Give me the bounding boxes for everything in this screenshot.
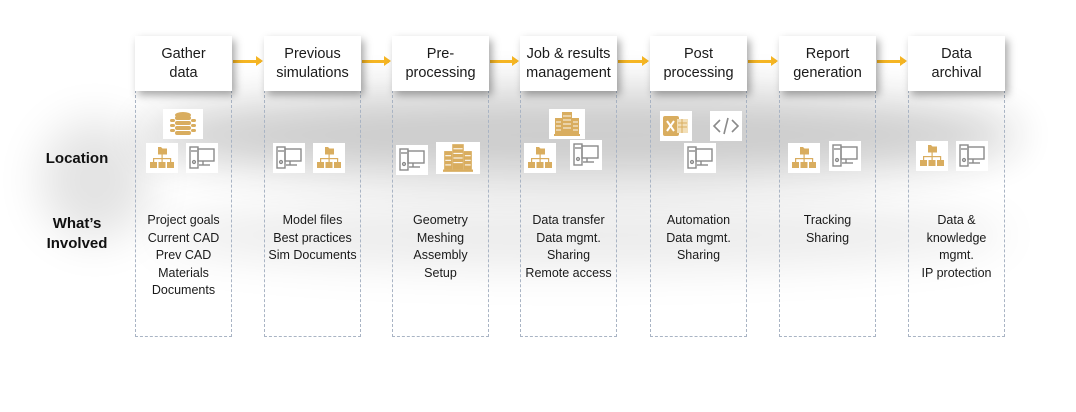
desktop-computer-icon [570, 140, 602, 170]
folder-hierarchy-icon [146, 143, 178, 173]
list-item: Data & [937, 213, 976, 227]
list-item: Data mgmt. [536, 230, 601, 245]
stage-title-line1: Previous [284, 45, 341, 62]
list-item: Geometry [413, 213, 468, 227]
excel-icon [660, 111, 692, 141]
stage-column-report-generation [779, 90, 876, 337]
stage-title-line1: Post [683, 45, 713, 62]
desktop-computer-icon [186, 143, 218, 173]
list-item: knowledge [926, 230, 987, 245]
stage-title-line1: Report [805, 45, 850, 62]
flow-arrow [233, 56, 263, 66]
desktop-computer-icon [829, 141, 861, 171]
list-item: Sharing [676, 248, 721, 262]
list-item: Data transfer [532, 213, 605, 227]
server-cluster-icon [436, 142, 480, 174]
stage-column-gather-data [135, 90, 232, 337]
involved-list-previous-simulations: Model files Best practices Sim Documents [264, 212, 361, 265]
list-item: Data mgmt. [666, 230, 731, 245]
stage-title-line2: processing [405, 64, 476, 81]
list-item: Materials [158, 265, 209, 280]
flow-arrow [362, 56, 391, 66]
stage-header-previous-simulations: Previous simulations [264, 36, 361, 91]
stage-header-post-processing: Post processing [650, 36, 747, 91]
involved-list-data-archival: Data & knowledge mgmt. IP protection [908, 212, 1005, 282]
flow-arrow [748, 56, 778, 66]
list-item: Assembly [413, 248, 468, 262]
stage-title-line1: Job & results [526, 45, 611, 62]
list-item: Meshing [416, 230, 465, 245]
list-item: Prev CAD [155, 248, 212, 262]
stage-title-line1: Gather [161, 45, 206, 62]
stage-column-job-results [520, 90, 617, 337]
stage-header-pre-processing: Pre-processing [392, 36, 489, 91]
list-item: Sim Documents [268, 248, 357, 262]
database-icon [163, 109, 203, 139]
stage-title-line2: generation [793, 64, 862, 81]
folder-hierarchy-icon [788, 143, 820, 173]
folder-hierarchy-icon [313, 143, 345, 173]
flow-arrow [618, 56, 649, 66]
stage-header-data-archival: Data archival [908, 36, 1005, 91]
location-row-label: Location [45, 150, 109, 167]
desktop-computer-icon [684, 143, 716, 173]
list-item: Project goals [147, 213, 220, 227]
stage-title-line2: data [169, 64, 198, 81]
stage-column-pre-processing [392, 90, 489, 337]
folder-hierarchy-icon [524, 143, 556, 173]
stage-title-line2: simulations [276, 64, 349, 81]
list-item: Setup [424, 265, 457, 280]
desktop-computer-icon [273, 143, 305, 173]
list-item: Sharing [546, 248, 591, 262]
involved-list-gather-data: Project goals Current CAD Prev CAD Mater… [135, 212, 232, 300]
shadow [40, 120, 150, 240]
stage-title-line1: Pre- [426, 45, 455, 62]
list-item: mgmt. [939, 248, 974, 262]
involved-list-pre-processing: Geometry Meshing Assembly Setup [392, 212, 489, 282]
whats-involved-row-label: What’s Involved [22, 214, 132, 254]
stage-title-line2: processing [663, 64, 734, 81]
list-item: Sharing [805, 230, 850, 245]
list-item: Documents [151, 283, 216, 297]
list-item: Automation [666, 213, 731, 227]
whats-involved-line2: Involved [46, 235, 108, 252]
list-item: Model files [282, 213, 343, 227]
flow-arrow [490, 56, 519, 66]
stage-column-post-processing [650, 90, 747, 337]
involved-list-report-generation: Tracking Sharing [779, 212, 876, 247]
stage-title-line1: Data [941, 45, 972, 62]
folder-hierarchy-icon [916, 141, 948, 171]
involved-list-post-processing: Automation Data mgmt. Sharing [650, 212, 747, 265]
list-item: Remote access [525, 265, 612, 280]
list-item: Best practices [273, 230, 352, 245]
list-item: IP protection [921, 265, 992, 280]
stage-column-data-archival [908, 90, 1005, 337]
stage-column-previous-simulations [264, 90, 361, 337]
stage-header-job-results: Job & results management [520, 36, 617, 91]
server-cluster-icon [549, 109, 585, 139]
desktop-computer-icon [956, 141, 988, 171]
stage-title-line2: management [526, 64, 611, 81]
whats-involved-line1: What’s [52, 215, 102, 232]
involved-list-job-results: Data transfer Data mgmt. Sharing Remote … [520, 212, 617, 282]
stage-header-report-generation: Report generation [779, 36, 876, 91]
code-icon [710, 111, 742, 141]
flow-arrow [877, 56, 907, 66]
stage-title-line2: archival [931, 64, 982, 81]
list-item: Tracking [803, 213, 852, 227]
desktop-computer-icon [396, 145, 428, 175]
list-item: Current CAD [147, 230, 220, 245]
stage-header-gather-data: Gather data [135, 36, 232, 91]
shadow [150, 200, 1010, 270]
